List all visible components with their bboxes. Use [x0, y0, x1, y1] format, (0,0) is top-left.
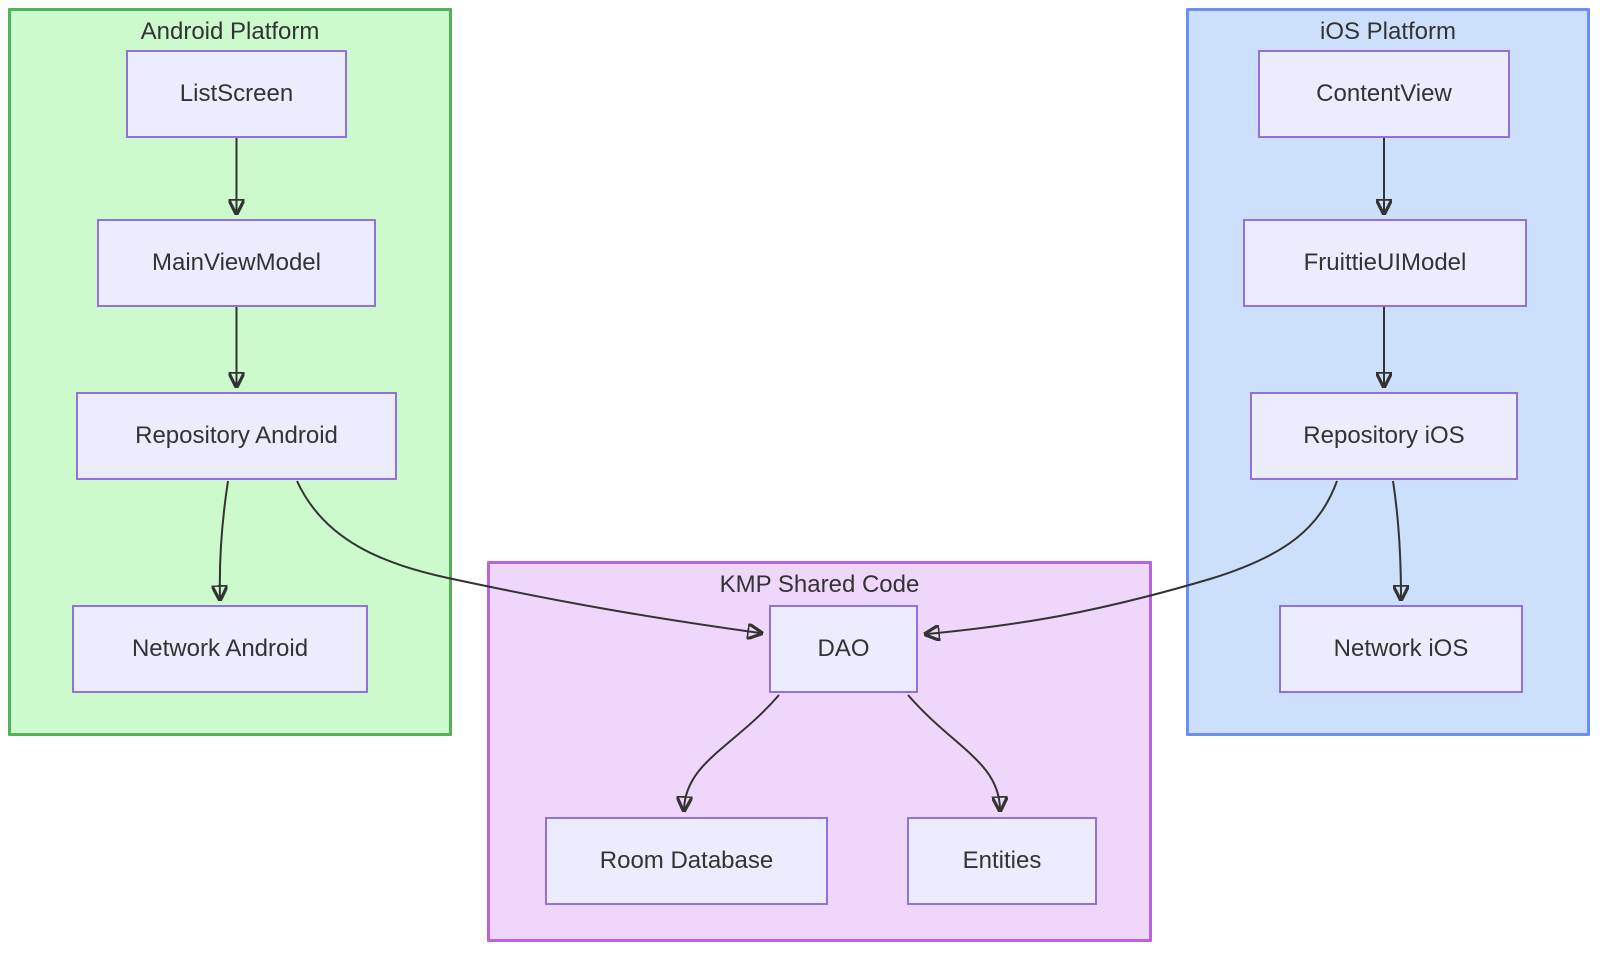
node-fruittieuimodel: FruittieUIModel — [1243, 219, 1527, 307]
node-room-database: Room Database — [545, 817, 828, 905]
node-network-ios: Network iOS — [1279, 605, 1523, 693]
node-mainviewmodel: MainViewModel — [97, 219, 376, 307]
node-listscreen-label: ListScreen — [179, 80, 294, 107]
node-dao-label: DAO — [817, 635, 870, 662]
node-mainviewmodel-label: MainViewModel — [152, 249, 321, 276]
node-network-android: Network Android — [72, 605, 368, 693]
node-contentview: ContentView — [1258, 50, 1510, 138]
node-repository-android: Repository Android — [76, 392, 397, 480]
node-repository-android-label: Repository Android — [135, 422, 338, 449]
node-room-database-label: Room Database — [599, 847, 774, 874]
node-repository-ios: Repository iOS — [1250, 392, 1518, 480]
node-fruittieuimodel-label: FruittieUIModel — [1303, 249, 1467, 276]
container-android-title: Android Platform — [140, 18, 320, 45]
node-network-android-label: Network Android — [131, 635, 309, 662]
node-dao: DAO — [769, 605, 918, 693]
container-ios-title: iOS Platform — [1319, 18, 1457, 45]
node-entities: Entities — [907, 817, 1097, 905]
node-listscreen: ListScreen — [126, 50, 347, 138]
node-contentview-label: ContentView — [1316, 80, 1452, 107]
container-kmp-title: KMP Shared Code — [719, 571, 920, 598]
node-network-ios-label: Network iOS — [1333, 635, 1469, 662]
node-entities-label: Entities — [962, 847, 1042, 874]
node-repository-ios-label: Repository iOS — [1303, 422, 1465, 449]
